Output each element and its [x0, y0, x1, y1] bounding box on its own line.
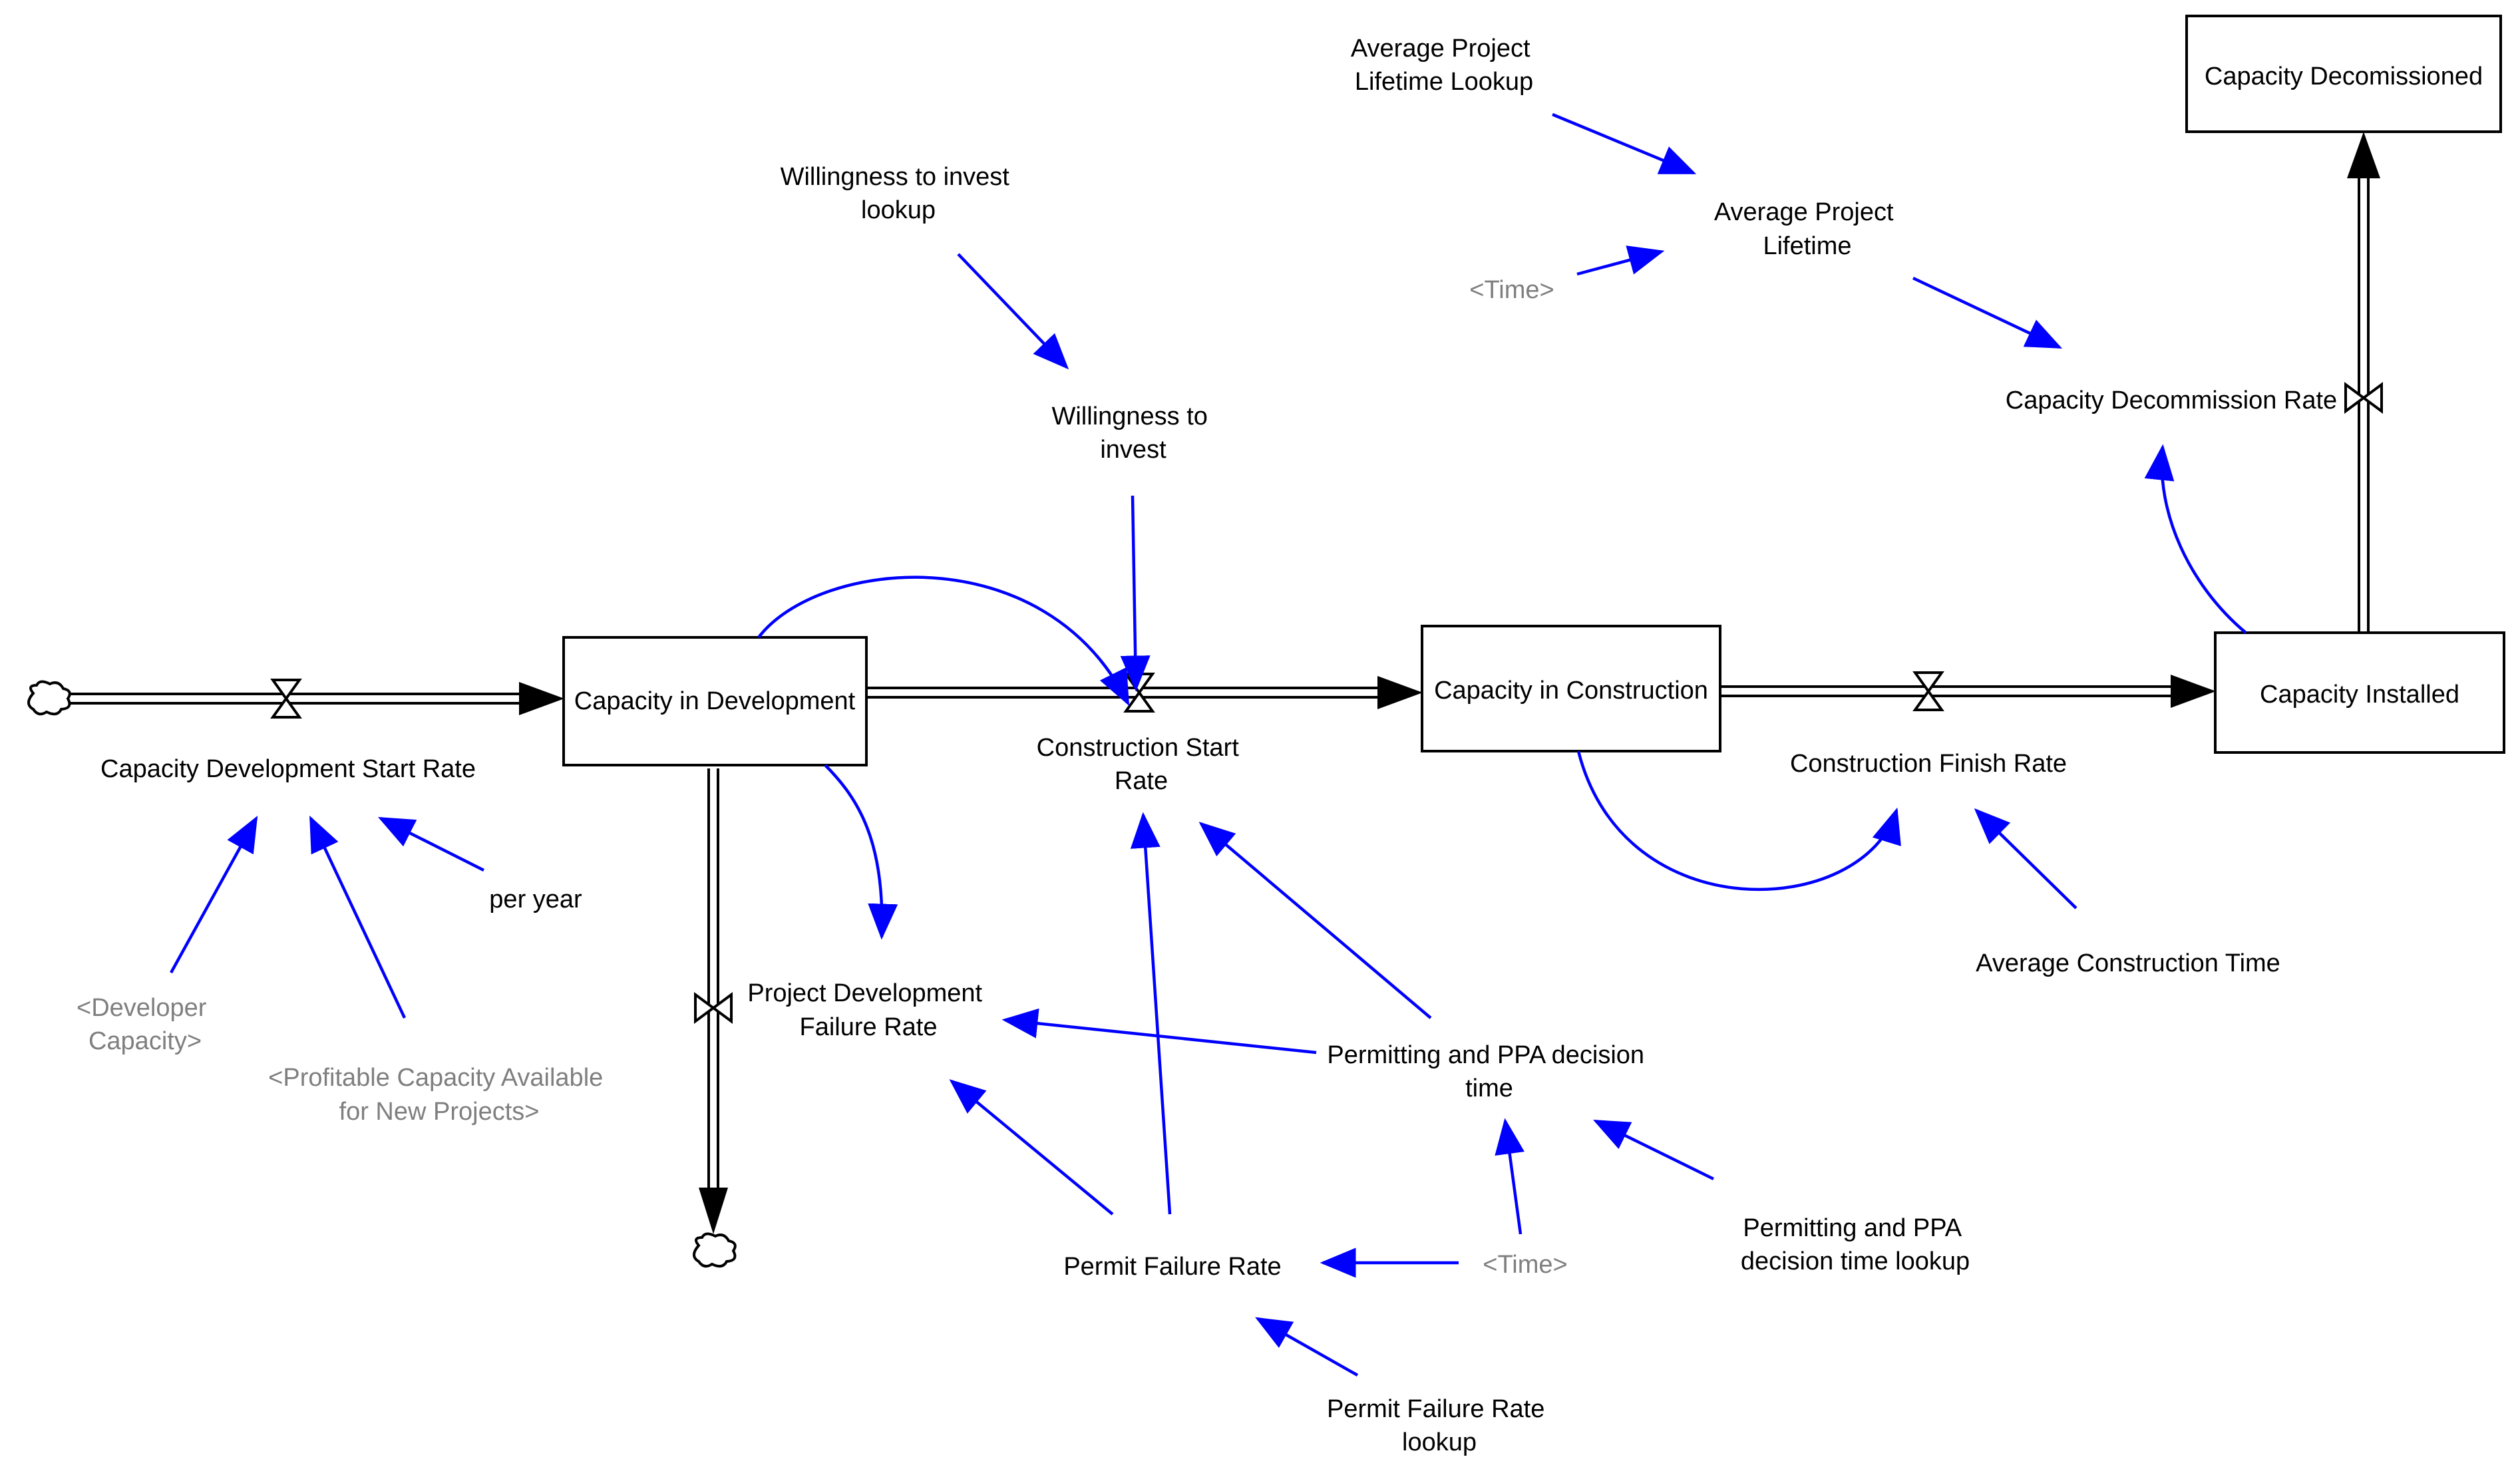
link-time-bottom-to-permitting-time [1495, 1118, 1525, 1235]
profitable-capacity-line-2: for New Projects> [339, 1098, 540, 1126]
link-permitting-time-to-construction-start [1198, 822, 1432, 1019]
var-avg-construction-time: Average Construction Time [1976, 949, 2280, 977]
var-time-bottom: <Time> [1483, 1251, 1567, 1279]
stock-capacity-in-construction[interactable]: Capacity in Construction [1421, 625, 1721, 752]
sink-cloud-icon [693, 1232, 737, 1268]
var-willingness: Willingness to invest [1052, 403, 1215, 464]
var-developer-capacity: <Developer Capacity> [77, 994, 214, 1055]
var-permitting-time: Permitting and PPA decision time [1327, 1041, 1651, 1102]
link-per-year-to-start-rate [377, 816, 485, 872]
link-construction-capacity-to-finish-rate [1576, 750, 1901, 892]
profitable-capacity-line-1: <Profitable Capacity Available [268, 1064, 603, 1092]
link-dev-capacity-to-failure-rate [824, 764, 898, 940]
stock-capacity-in-development[interactable]: Capacity in Development [562, 636, 868, 766]
willingness-lookup-line-2: lookup [861, 196, 936, 224]
link-willingness-to-construction-start [1120, 495, 1151, 692]
pipe-development-failure [699, 768, 728, 1234]
var-per-year: per year [489, 886, 582, 913]
flow-label-development-failure-rate: Project Development Failure Rate [747, 979, 989, 1041]
link-dev-capacity-to-construction-start [757, 575, 1130, 707]
permit-lookup-line-1: Permit Failure Rate [1327, 1395, 1544, 1423]
permitting-lookup-line-1: Permitting and PPA [1743, 1214, 1962, 1242]
stock-label-capacity-in-development: Capacity in Development [574, 687, 856, 715]
var-time-top: <Time> [1469, 276, 1554, 304]
var-avg-lifetime: Average Project Lifetime [1714, 198, 1900, 260]
development-failure-line-2: Failure Rate [800, 1013, 938, 1041]
source-cloud-icon [27, 680, 71, 716]
avg-lifetime-line-1: Average Project [1714, 198, 1894, 226]
stock-capacity-installed[interactable]: Capacity Installed [2214, 631, 2505, 754]
flow-label-development-start-rate: Capacity Development Start Rate [100, 755, 476, 783]
link-permitting-lookup-to-permitting-time [1592, 1119, 1714, 1181]
pipe-construction-finish [1720, 675, 2216, 708]
stock-label-capacity-decommissioned: Capacity Decomissioned [2205, 63, 2483, 90]
permit-lookup-line-2: lookup [1402, 1428, 1477, 1456]
valve-decommission-icon [2344, 382, 2383, 414]
var-lifetime-lookup: Average Project Lifetime Lookup [1351, 35, 1537, 96]
link-permit-failure-to-construction-start [1130, 812, 1172, 1215]
link-permitting-time-to-failure-rate [1001, 1008, 1317, 1055]
link-profitable-capacity-to-start-rate [309, 815, 407, 1019]
var-profitable-capacity: <Profitable Capacity Available for New P… [268, 1064, 610, 1126]
development-failure-line-1: Project Development [747, 979, 982, 1007]
link-developer-capacity-to-start-rate [170, 816, 258, 974]
valve-construction-start-icon [1123, 673, 1155, 713]
var-permit-failure-rate: Permit Failure Rate [1063, 1253, 1281, 1281]
link-installed-to-decommission-rate [2144, 444, 2247, 634]
var-permit-failure-lookup: Permit Failure Rate lookup [1327, 1395, 1552, 1456]
link-lifetime-lookup-to-avg-lifetime [1552, 112, 1697, 175]
avg-lifetime-line-2: Lifetime [1763, 232, 1851, 260]
flow-label-construction-start-rate: Construction Start Rate [1037, 734, 1246, 795]
willingness-lookup-line-1: Willingness to invest [781, 163, 1010, 191]
developer-capacity-line-2: Capacity> [89, 1027, 202, 1055]
permitting-lookup-line-2: decision time lookup [1741, 1247, 1970, 1275]
lifetime-lookup-line-1: Average Project [1351, 35, 1530, 63]
var-willingness-lookup: Willingness to invest lookup [781, 163, 1017, 224]
link-time-top-to-avg-lifetime [1576, 246, 1665, 276]
valve-development-failure-icon [694, 992, 733, 1024]
stock-capacity-decommissioned[interactable]: Capacity Decomissioned [2185, 15, 2502, 133]
lifetime-lookup-line-2: Lifetime Lookup [1355, 68, 1533, 96]
stock-label-capacity-installed: Capacity Installed [2260, 681, 2459, 709]
link-permit-failure-to-failure-rate [949, 1079, 1114, 1216]
link-avg-lifetime-to-decommission-rate [1912, 276, 2063, 349]
permitting-time-line-2: time [1465, 1074, 1513, 1102]
pipe-development-start [63, 682, 564, 715]
permitting-time-line-1: Permitting and PPA decision [1327, 1041, 1644, 1069]
link-avg-construction-time-to-finish-rate [1974, 808, 2077, 909]
valve-construction-finish-icon [1912, 671, 1944, 711]
valve-development-start-icon [270, 679, 302, 719]
pipe-decommission [2347, 132, 2380, 635]
var-permitting-lookup: Permitting and PPA decision time lookup [1741, 1214, 1970, 1275]
developer-capacity-line-1: <Developer [77, 994, 207, 1022]
willingness-line-2: invest [1100, 436, 1167, 464]
flow-label-construction-finish-rate: Construction Finish Rate [1790, 750, 2067, 778]
causal-links [170, 112, 2247, 1377]
link-permit-lookup-to-permit-failure [1255, 1317, 1359, 1377]
link-willingness-lookup-to-willingness [957, 253, 1069, 370]
willingness-line-1: Willingness to [1052, 403, 1208, 430]
construction-start-line-1: Construction Start [1037, 734, 1240, 762]
construction-start-line-2: Rate [1115, 767, 1168, 795]
flow-label-decommission-rate: Capacity Decommission Rate [2006, 387, 2337, 414]
stock-label-capacity-in-construction: Capacity in Construction [1434, 677, 1708, 705]
